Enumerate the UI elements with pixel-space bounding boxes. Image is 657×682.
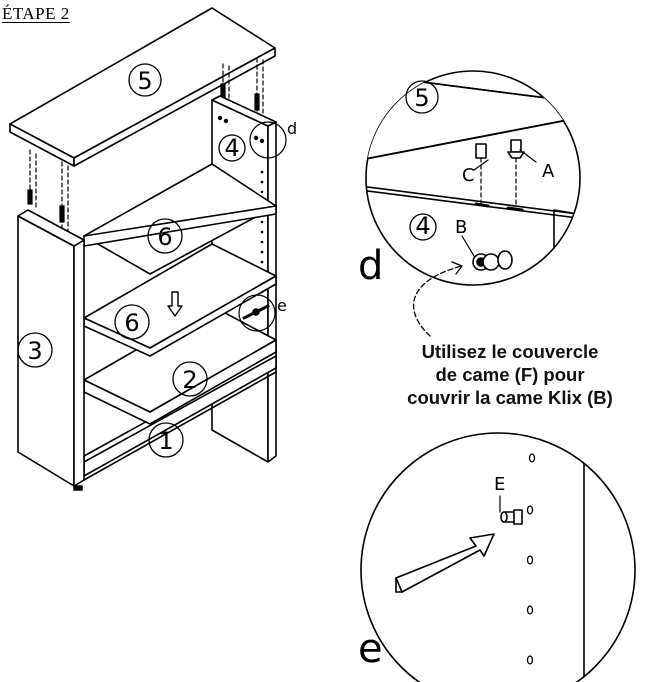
- side-panel-left: [17, 209, 277, 491]
- top-panel: [9, 7, 276, 167]
- part-label-6-lower: 6: [124, 309, 139, 337]
- detail-d-part-5: 5: [414, 84, 429, 112]
- note-line-2: de came (F) pour: [435, 364, 585, 385]
- step-title: ÉTAPE 2: [2, 4, 70, 23]
- part-number-markers: [17, 63, 439, 458]
- detail-d: [365, 70, 581, 286]
- hardware-label-e: E: [494, 474, 505, 495]
- hardware-label-b: B: [455, 217, 467, 238]
- pointer-curve: [413, 261, 463, 337]
- hardware-label-a: A: [542, 161, 555, 182]
- part-label-5: 5: [137, 67, 152, 95]
- note-line-3: couvrir la came Klix (B): [407, 387, 613, 408]
- part-label-1: 1: [158, 427, 173, 455]
- note-line-1: Utilisez le couvercle: [421, 341, 599, 362]
- part-label-4: 4: [224, 134, 239, 162]
- hardware-label-c: C: [462, 165, 475, 186]
- callout-circle-e: [238, 294, 276, 332]
- shelf-pin-icon: [242, 304, 270, 320]
- part-label-2: 2: [182, 366, 197, 394]
- top-dowels: [27, 57, 264, 233]
- detail-e: [360, 432, 636, 682]
- part-label-3: 3: [27, 337, 42, 365]
- down-arrow-icon: [167, 291, 183, 317]
- part-label-6-upper: 6: [157, 223, 172, 251]
- callout-circle-d: [249, 121, 287, 159]
- detail-e-label: e: [358, 626, 383, 672]
- detail-d-part-4: 4: [415, 212, 430, 240]
- callout-label-d: d: [287, 119, 297, 138]
- callout-label-e: e: [277, 296, 287, 315]
- instruction-note: Utilisez le couvercle de came (F) pour c…: [385, 340, 635, 409]
- detail-d-label: d: [358, 243, 384, 289]
